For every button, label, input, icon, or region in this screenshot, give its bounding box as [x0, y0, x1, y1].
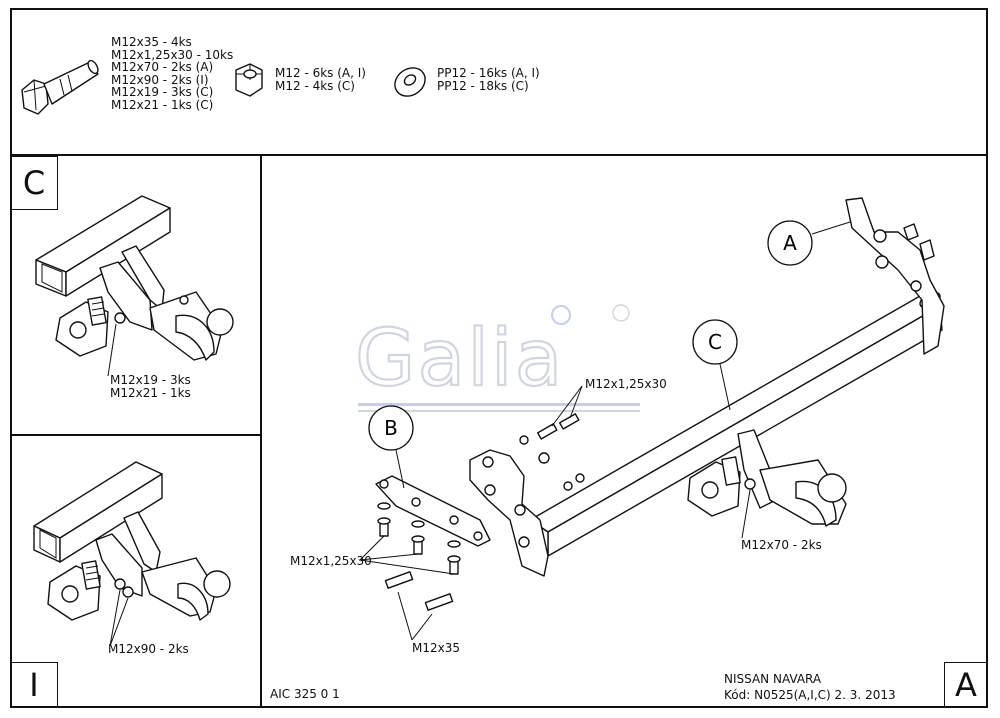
divider-top	[10, 154, 988, 156]
panel-c-caption: M12x19 - 3ks M12x21 - 1ks	[110, 374, 191, 399]
callout-a: A	[767, 220, 851, 266]
label-bottom-bolts: M12x35	[412, 641, 460, 655]
nut-list: M12 - 6ks (A, I) M12 - 4ks (C)	[275, 67, 366, 92]
drawing-number: AIC 325 0 1	[270, 687, 340, 701]
bolt-spec: M12x90 - 2ks (I)	[111, 72, 209, 87]
label-top-bolts: M12x1,25x30	[585, 377, 667, 391]
bolt-spec: M12x1,25x30 - 10ks	[111, 47, 234, 62]
divider-left-middle	[10, 434, 261, 436]
panel-c-caption-line: M12x21 - 1ks	[110, 385, 191, 400]
panel-i-drawing	[33, 461, 231, 647]
vehicle-name: NISSAN NAVARA	[724, 672, 822, 686]
label-ball-bolts: M12x70 - 2ks	[741, 538, 822, 552]
washer-spec: PP12 - 18ks (C)	[437, 78, 529, 93]
panel-i-caption: M12x90 - 2ks	[108, 642, 189, 656]
main-crossbar	[529, 291, 943, 557]
divider-left-column	[260, 154, 262, 708]
bolt-spec: M12x21 - 1ks (C)	[111, 97, 214, 112]
bolt-spec: M12x70 - 2ks (A)	[111, 60, 214, 75]
washer-icon	[394, 67, 426, 97]
nut-spec: M12 - 4ks (C)	[275, 78, 355, 93]
label-left-bolts: M12x1,25x30	[290, 554, 372, 568]
part-code: Kód: N0525(A,I,C) 2. 3. 2013	[724, 688, 896, 702]
panel-c-drawing	[35, 195, 234, 377]
bolt-spec: M12x19 - 3ks (C)	[111, 85, 214, 100]
bracket-a	[845, 197, 945, 355]
svg-text:C: C	[708, 330, 722, 354]
panel-c-caption-line: M12x19 - 3ks	[110, 373, 191, 387]
main-hitch	[687, 429, 847, 539]
callout-b: B	[368, 405, 414, 489]
galia-watermark: Galia	[354, 304, 640, 412]
bolt-icon	[21, 59, 99, 115]
svg-text:A: A	[783, 231, 797, 255]
nut-spec: M12 - 6ks (A, I)	[275, 66, 366, 80]
bracket-left	[469, 385, 585, 577]
svg-text:B: B	[384, 416, 398, 440]
nut-icon	[235, 63, 263, 97]
washer-spec: PP12 - 16ks (A, I)	[437, 66, 540, 80]
washer-list: PP12 - 16ks (A, I) PP12 - 18ks (C)	[437, 67, 540, 92]
panel-i-letter: I	[10, 662, 58, 708]
callout-c: C	[692, 319, 738, 411]
bolt-list: M12x35 - 4ks M12x1,25x30 - 10ks M12x70 -…	[111, 36, 233, 112]
panel-a-letter: A	[944, 662, 988, 708]
svg-text:Galia: Galia	[355, 314, 564, 404]
bracket-b	[359, 475, 491, 641]
bolt-spec: M12x35 - 4ks	[111, 35, 192, 49]
panel-c-letter: C	[10, 156, 58, 210]
drawing-sheet	[10, 8, 988, 708]
